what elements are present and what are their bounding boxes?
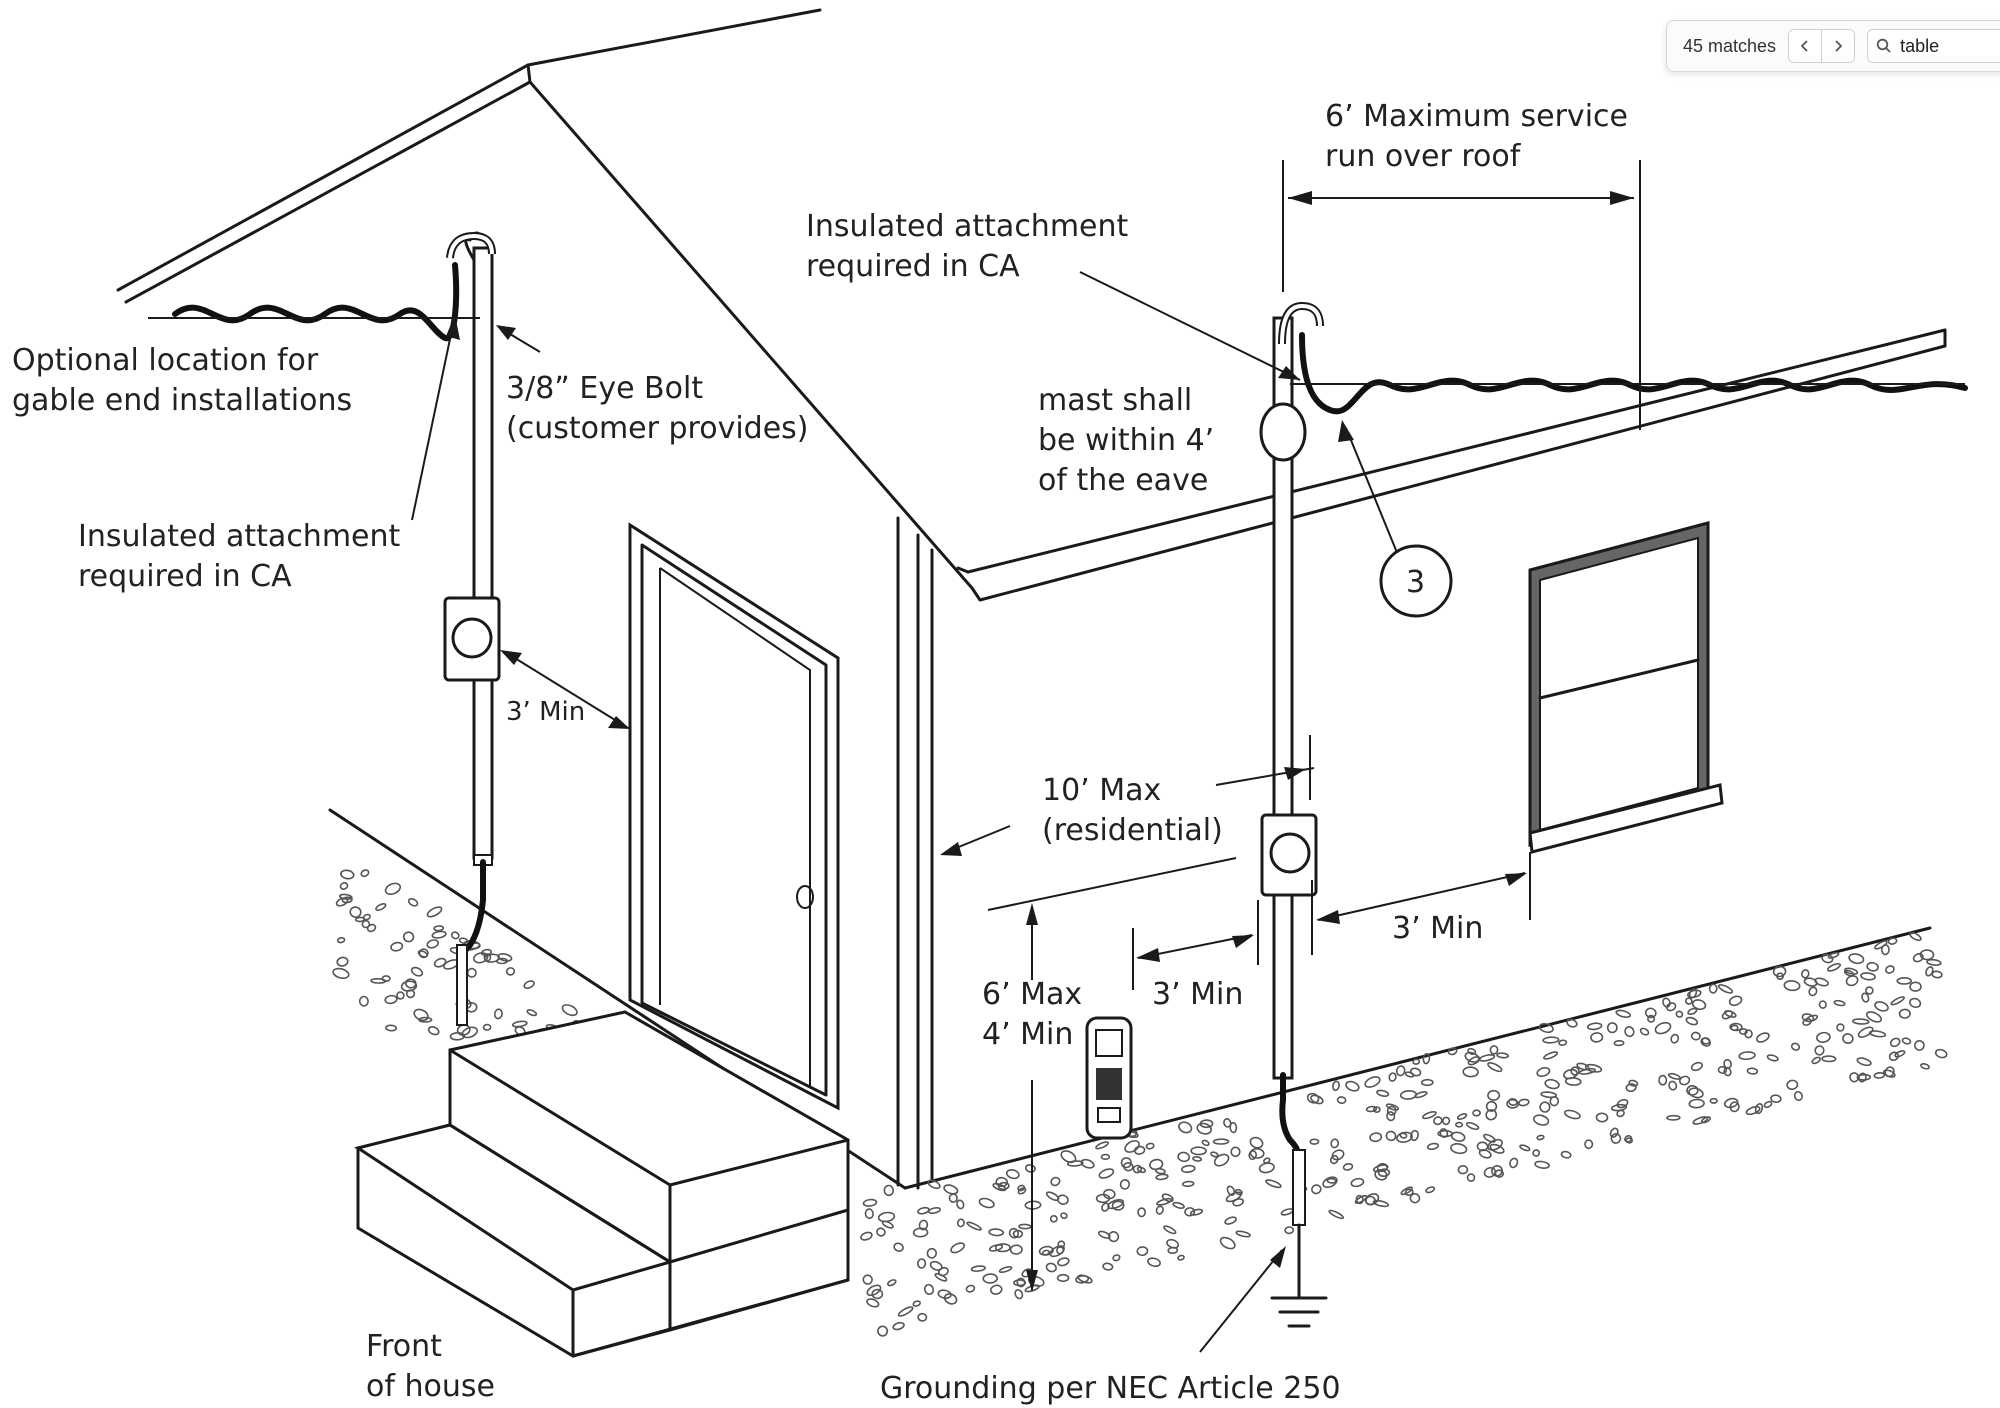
front-door: [628, 522, 840, 1111]
window: [1528, 521, 1724, 854]
mast-eave-label-1: mast shall: [1038, 383, 1192, 418]
search-query: table: [1900, 35, 1940, 56]
window-clearance-label: 3’ Min: [1392, 911, 1483, 946]
find-bar: 45 matches table: [1666, 20, 2000, 72]
search-input[interactable]: table: [1867, 29, 2000, 63]
front-steps: [354, 1010, 850, 1358]
callout-circle: [1379, 544, 1453, 618]
front-of-house-label-2: of house: [366, 1369, 495, 1404]
grounding-label: Grounding per NEC Article 250: [880, 1371, 1341, 1406]
gas-clearance-label: 3’ Min: [1152, 977, 1243, 1012]
insulated-right-label-2: required in CA: [806, 249, 1020, 284]
gable-optional-label-1: Optional location for: [12, 343, 319, 378]
ten-max-label-1: 10’ Max: [1042, 773, 1161, 808]
next-match-button[interactable]: [1821, 30, 1855, 62]
match-count: 45 matches: [1683, 35, 1777, 56]
service-run-label-2: run over roof: [1325, 139, 1522, 174]
meter-height-label-2: 4’ Min: [982, 1017, 1073, 1052]
left-service-drop: [172, 262, 460, 342]
service-run-label-1: 6’ Maximum service: [1325, 99, 1628, 134]
meter-height-label-1: 6’ Max: [982, 977, 1082, 1012]
left-service-mast: [443, 231, 501, 1026]
mast-eave-label-3: of the eave: [1038, 463, 1208, 498]
callout-number: 3: [1406, 565, 1425, 600]
chevron-right-icon: [1835, 40, 1843, 52]
right-service-mast: [1259, 301, 1328, 1328]
gable-optional-label-2: gable end installations: [12, 383, 352, 418]
search-icon: [1876, 38, 1891, 53]
find-navigation: [1788, 29, 1856, 63]
front-of-house-label-1: Front: [366, 1329, 442, 1364]
insulated-left-label-1: Insulated attachment: [78, 519, 401, 554]
diagram-labels: Optional location for gable end installa…: [12, 99, 1628, 1406]
dimension-lines: [411, 160, 1641, 1353]
roof-outline: [116, 8, 1947, 602]
chevron-left-icon: [1800, 40, 1808, 52]
door-clearance-label: 3’ Min: [506, 697, 585, 727]
eye-bolt-label-2: (customer provides): [506, 411, 809, 446]
insulated-left-label-2: required in CA: [78, 559, 292, 594]
mast-eave-label-2: be within 4’: [1038, 423, 1214, 458]
previous-match-button[interactable]: [1789, 30, 1822, 62]
house-walls: [328, 516, 1932, 1190]
insulated-right-label-1: Insulated attachment: [806, 209, 1129, 244]
gas-meter: [1085, 1016, 1133, 1140]
right-service-drop: [1299, 332, 1968, 415]
ten-max-label-2: (residential): [1042, 813, 1223, 848]
eye-bolt-label-1: 3/8” Eye Bolt: [506, 371, 703, 406]
gravel-ground: [332, 869, 1948, 1337]
